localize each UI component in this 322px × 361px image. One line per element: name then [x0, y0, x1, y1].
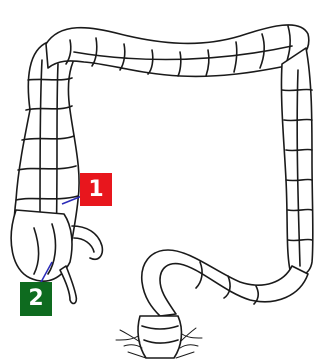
marker-2-label: 2: [28, 288, 43, 310]
rectum: [138, 316, 181, 358]
sigmoid-colon: [142, 250, 308, 316]
marker-2-badge: 2: [20, 282, 52, 316]
marker-1-label: 1: [88, 179, 103, 201]
marker-1-badge: 1: [80, 173, 112, 206]
appendix: [60, 266, 76, 303]
